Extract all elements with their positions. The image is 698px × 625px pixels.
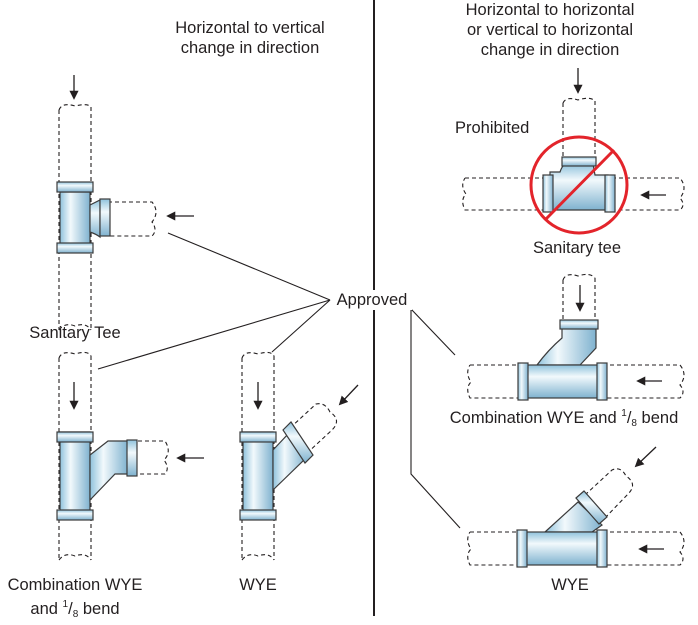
pipe-outline-horizontal <box>467 531 685 566</box>
left-sanitary-tee <box>56 75 194 331</box>
right-heading-line1: Horizontal to horizontal <box>465 1 635 19</box>
right-prohibited-sanitary-tee <box>462 68 685 235</box>
right-heading-line3: change in direction <box>480 41 620 59</box>
left-combination-wye <box>56 351 204 561</box>
right-wye <box>467 446 685 568</box>
left-heading-line2: change in direction <box>180 39 320 57</box>
left-heading: Horizontal to vertical change in directi… <box>120 18 380 58</box>
pipe-outline-horizontal <box>467 364 685 399</box>
right-sanitary-tee-label: Sanitary tee <box>532 239 622 257</box>
right-combination-wye-label: Combination WYE and 1/8 bend <box>449 408 679 429</box>
left-wye-label: WYE <box>239 576 277 594</box>
pipe-outline-branch <box>138 440 169 475</box>
right-heading-line2: or vertical to horizontal <box>467 21 633 39</box>
prohibited-circle-icon <box>529 135 629 235</box>
label-line1: Combination WYE <box>7 576 143 594</box>
prohibited-label: Prohibited <box>455 119 530 137</box>
pipe-outline-vertical <box>562 273 596 320</box>
right-heading: Horizontal to horizontal or vertical to … <box>420 0 680 60</box>
flow-arrow-diagonal-icon <box>634 446 657 468</box>
left-combination-wye-label: Combination WYE and 1/8 bend <box>0 575 150 625</box>
flow-arrow-diagonal-icon <box>338 384 359 406</box>
pipe-outline-vertical <box>562 97 596 158</box>
approved-leader-lines <box>97 232 461 529</box>
right-wye-label: WYE <box>551 576 589 594</box>
left-heading-line1: Horizontal to vertical <box>175 19 325 37</box>
right-combination-wye <box>467 273 685 401</box>
pipe-outline-branch <box>108 201 157 237</box>
left-wye <box>239 351 359 561</box>
label-line2: and 1/8 bend <box>30 599 120 620</box>
pipe-outline-branch <box>289 403 338 456</box>
pipe-outline-branch <box>584 468 634 521</box>
prohibited-slash-icon <box>543 148 616 222</box>
left-sanitary-tee-label: Sanitary Tee <box>29 324 121 342</box>
approved-label: Approved <box>332 290 412 310</box>
